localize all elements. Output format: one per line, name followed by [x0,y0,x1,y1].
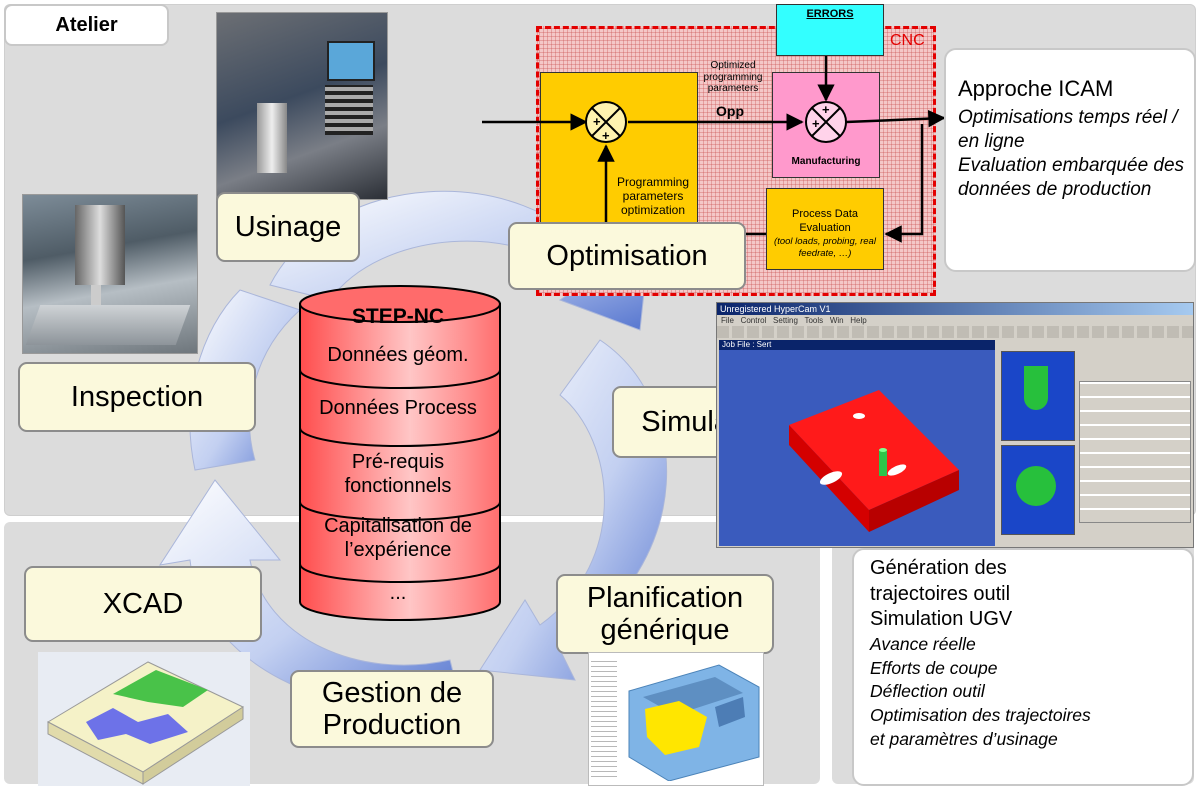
stage-optimisation[interactable]: Optimisation [508,222,746,290]
step-nc-database[interactable]: STEP-NC Données géom. Données Process Pr… [298,284,502,624]
database-layer-prereq: Pré-requis fonctionnels [344,451,452,497]
atelier-tab[interactable]: Atelier [4,4,169,46]
sim-data-table [1079,381,1191,523]
errors-label: ERRORS [806,8,854,20]
feedback-arrow [884,124,924,243]
sim-job-title: Job File : Sert [722,340,772,349]
output-arrow [845,109,946,128]
simulation-window: Unregistered HyperCam V1 File Control Se… [716,302,1194,548]
prog-opt-label: Programming parameters optimization [616,176,690,216]
sim-menu-tools[interactable]: Tools [804,316,824,325]
xcad-part-render [38,652,250,786]
sim-part-render [789,390,959,532]
sim-menubar: File Control Setting Tools Win Help [717,315,1193,326]
icam-item-2: Evaluation embarquée des données de prod… [958,155,1185,201]
process-detail: (tool loads, probing, real feedrate, …) [774,235,876,259]
svg-text:+: + [593,114,601,129]
cnc-label: CNC [890,32,925,49]
icam-item-1: Optimisations temps réel / en ligne [958,107,1178,153]
manufacturing-label: Manufacturing [791,156,861,167]
milling-photo [22,194,198,354]
machine-screen [327,41,375,81]
generation-italic-3: Déflection outil [870,681,985,702]
planification-screenshot [588,652,764,786]
summing-junction-left: + + [585,101,627,143]
summing-junction-right: + + [805,101,847,143]
cnc-machine-photo [216,12,388,200]
stage-inspection[interactable]: Inspection [18,362,256,432]
errors-box[interactable]: ERRORS [776,4,884,56]
opp-label: Opp [716,103,744,119]
generation-italic-4: Optimisation des trajectoires [870,705,1091,726]
tool-holder [75,205,125,285]
sim-title: Unregistered HyperCam V1 [720,304,831,314]
tool-view-bottom [1001,445,1075,535]
generation-italic-1: Avance réelle [870,633,976,654]
tool-view-top [1001,351,1075,441]
opp-caption: Optimized programming parameters [703,60,763,94]
database-layer-process: Données Process [319,397,477,419]
stage-gestion[interactable]: Gestion de Production [290,670,494,748]
database-layer-geom: Données géom. [327,344,469,366]
svg-text:+: + [812,116,820,131]
icam-note: Approche ICAM Optimisations temps réel /… [944,48,1196,272]
sim-menu-help[interactable]: Help [850,316,867,325]
generation-line-3: Simulation UGV [870,608,1013,631]
svg-text:+: + [822,102,830,117]
stage-xcad[interactable]: XCAD [24,566,262,642]
generation-note: Génération des trajectoires outil Simula… [852,548,1194,786]
sim-menu-win[interactable]: Win [829,316,844,325]
process-title: Process Data Evaluation [791,208,859,235]
svg-text:+: + [602,128,610,143]
sim-toolbar [717,326,1193,338]
icam-title: Approche ICAM [958,76,1114,101]
machine-keypad [325,85,373,135]
process-block[interactable]: Process Data Evaluation (tool loads, pro… [766,188,884,270]
generation-line-2: trajectoires outil [870,582,1011,605]
sim-menu-setting[interactable]: Setting [773,316,798,325]
sim-menu-control[interactable]: Control [740,316,767,325]
machine-spindle [257,103,287,173]
stage-usinage[interactable]: Usinage [216,192,360,262]
sim-job-titlebar: Job File : Sert [719,340,995,350]
planning-part-render [628,664,760,781]
sim-titlebar: Unregistered HyperCam V1 [717,303,1193,315]
generation-line-1: Génération des [870,557,1007,579]
sim-viewport [719,350,995,546]
sim-menu-file[interactable]: File [721,316,734,325]
sim-tool-panel [999,341,1193,547]
generation-italic-2: Efforts de coupe [870,657,998,678]
stage-planification[interactable]: Planification générique [556,574,774,654]
planning-tree [591,659,617,781]
generation-italic-5: et paramètres d’usinage [870,728,1058,749]
database-layer-capitalisation: Capitalisation de l’expérience [324,515,472,561]
database-cylinder [299,285,501,621]
database-title: STEP-NC [351,305,445,329]
database-layer-more: ... [389,582,407,604]
